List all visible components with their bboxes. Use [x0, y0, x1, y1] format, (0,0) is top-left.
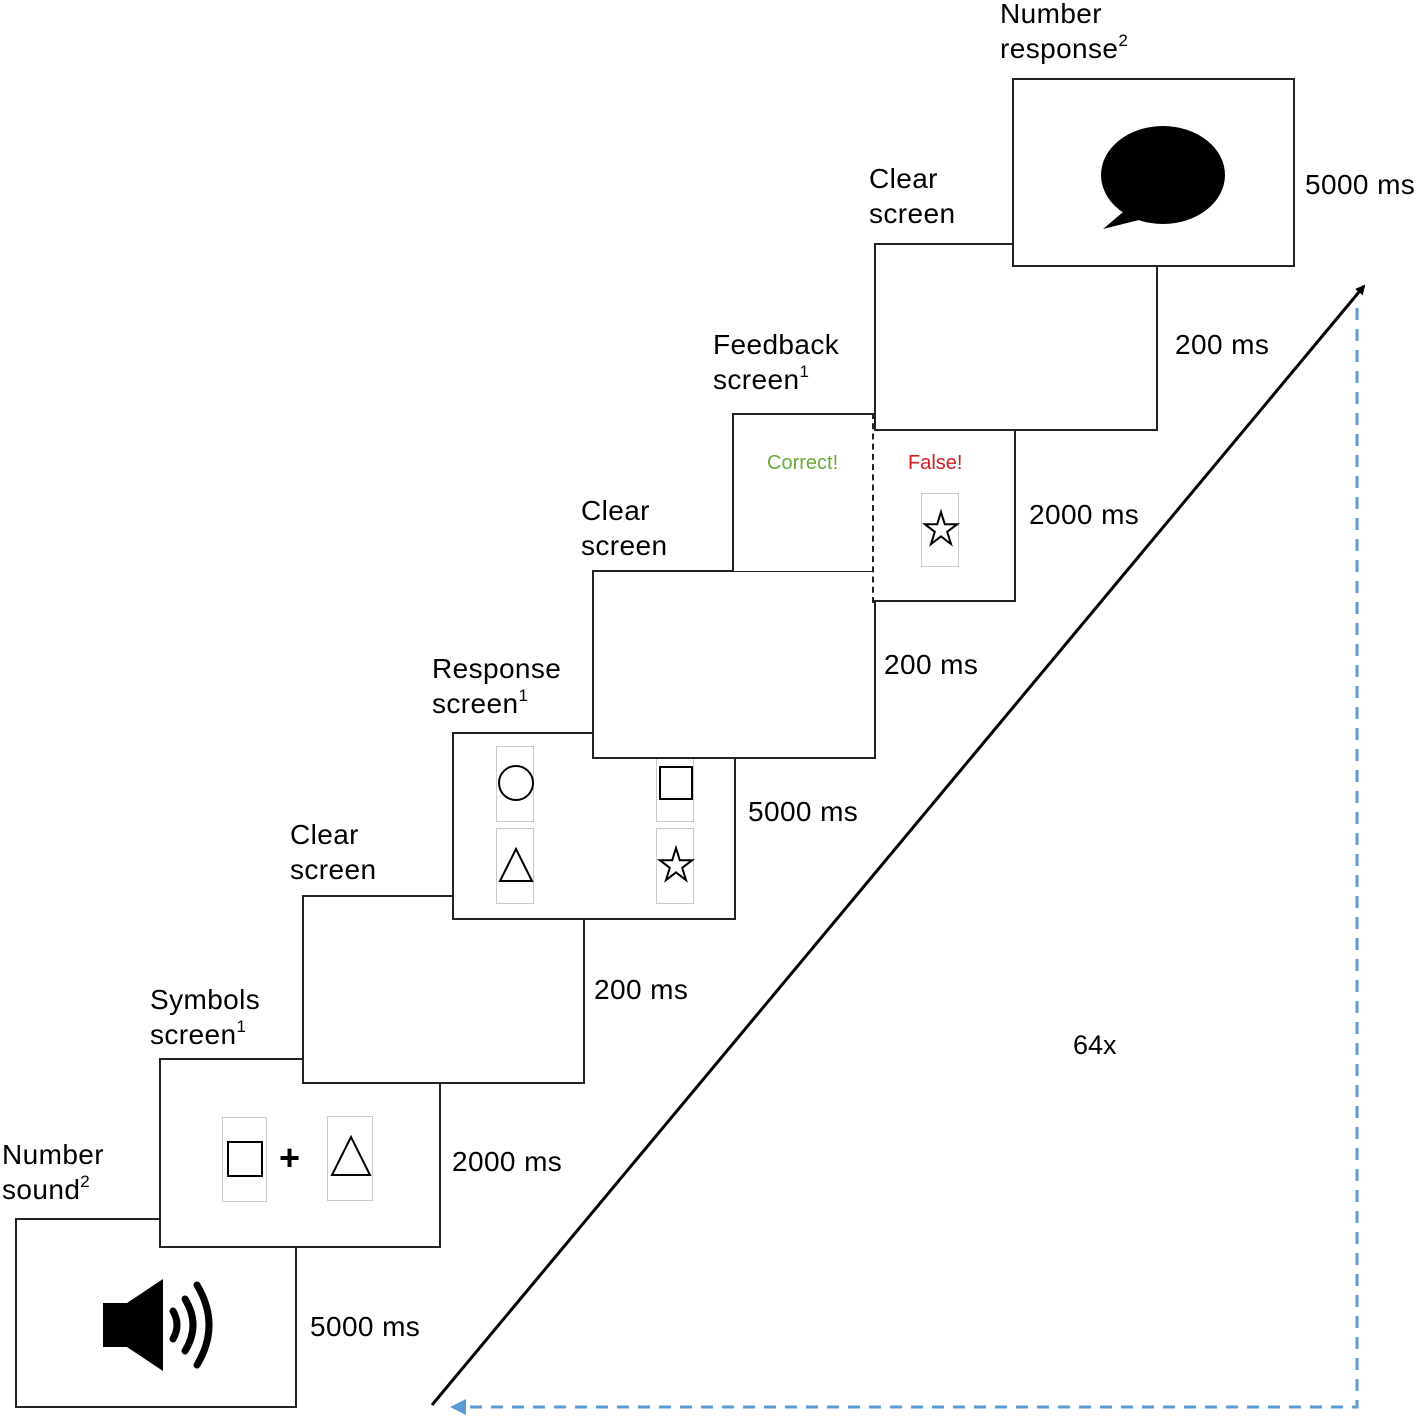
triangle-icon: [498, 846, 534, 882]
duration-number-response: 5000 ms: [1305, 169, 1416, 200]
feedback-false-half: False!: [874, 413, 1016, 602]
screen-clear-1: [302, 895, 585, 1084]
feedback-divider: [872, 413, 874, 603]
screen-clear-3: [874, 243, 1158, 431]
duration-feedback: 2000 ms: [1029, 499, 1140, 530]
screen-response: [452, 732, 736, 920]
response-card-bottom-right: [656, 828, 695, 904]
duration-response: 5000 ms: [748, 796, 859, 827]
feedback-correct-text: Correct!: [767, 452, 839, 474]
response-card-top-left: [496, 746, 534, 822]
triangle-icon: [330, 1134, 372, 1176]
square-icon: [659, 766, 693, 800]
screen-number-sound: [15, 1218, 297, 1408]
circle-icon: [498, 765, 534, 801]
screen-symbols: +: [159, 1058, 441, 1248]
duration-symbols: 2000 ms: [452, 1146, 563, 1177]
feedback-correct-half: Correct!: [732, 413, 874, 571]
feedback-card: [921, 493, 960, 567]
duration-clear-3: 200 ms: [1175, 329, 1270, 360]
timeline-arrow: [430, 284, 1366, 1406]
loop-arrow: [462, 308, 1359, 1409]
star-icon: [922, 508, 960, 547]
duration-clear-2: 200 ms: [884, 649, 979, 680]
speech-bubble-icon: [1101, 126, 1225, 229]
square-icon: [227, 1141, 263, 1177]
loop-arrow-head: [450, 1399, 466, 1415]
duration-clear-1: 200 ms: [594, 974, 689, 1005]
speaker-icon: [103, 1279, 213, 1371]
screen-number-response: [1012, 78, 1295, 267]
star-icon: [657, 844, 695, 883]
screen-feedback: Correct! False!: [732, 413, 1016, 603]
duration-number-sound: 5000 ms: [310, 1311, 421, 1342]
symbol-card-right: [327, 1116, 373, 1201]
response-card-bottom-left: [496, 828, 534, 904]
feedback-false-text: False!: [908, 452, 963, 474]
screen-clear-2: [592, 570, 876, 759]
plus-operator: +: [279, 1137, 301, 1178]
symbol-card-left: [222, 1117, 267, 1202]
loop-count: 64x: [1073, 1030, 1117, 1060]
